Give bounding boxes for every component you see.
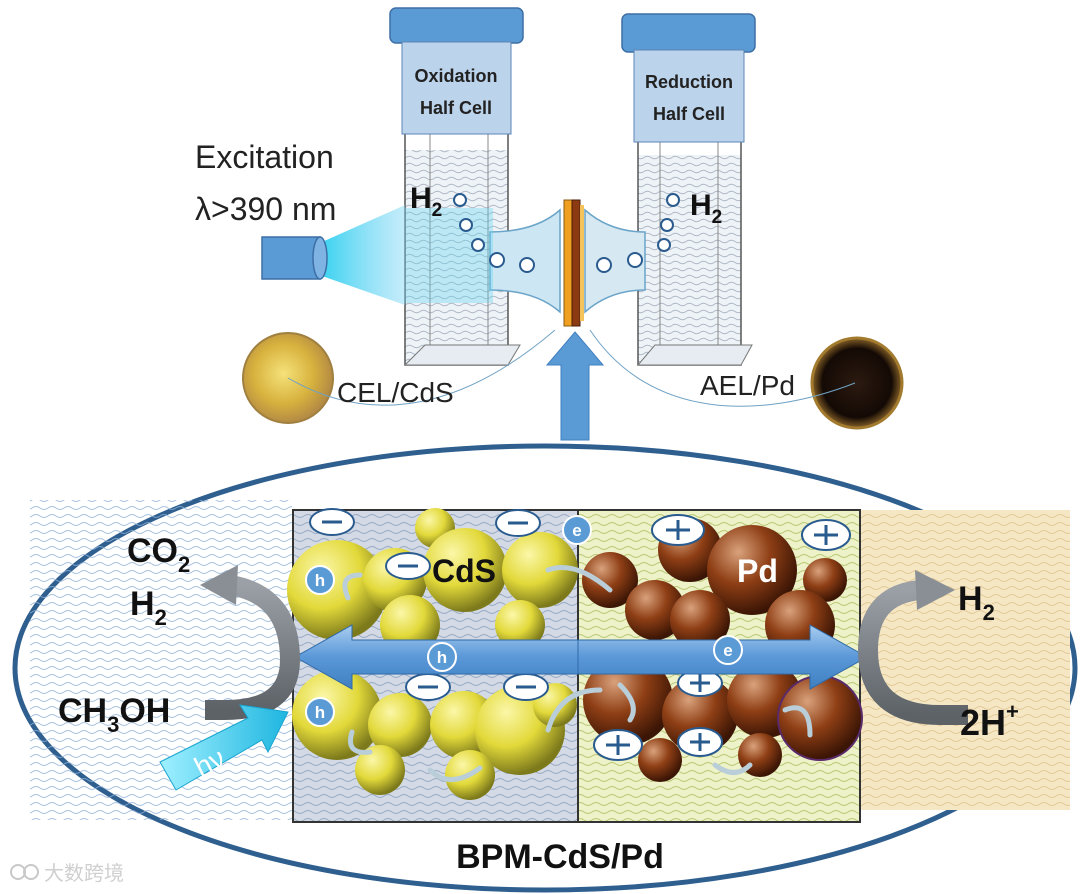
ael-pd-sample	[589, 329, 904, 430]
bpm-cds-pd-label: BPM-CdS/Pd	[456, 838, 664, 876]
hole-label-bottom: h	[315, 703, 325, 722]
cds-label: CdS	[432, 553, 496, 589]
h-cell-apparatus	[242, 7, 904, 441]
membrane-zoom-ellipse	[12, 443, 1078, 893]
cel-cds-label: CEL/CdS	[337, 377, 454, 408]
hole-label-top: h	[315, 571, 325, 590]
pd-label: Pd	[737, 553, 778, 589]
ael-pd-label: AEL/Pd	[700, 370, 795, 401]
hole-label-arrow: h	[437, 648, 447, 667]
reduction-half-cell-label: Half Cell	[653, 104, 725, 124]
carrier-labels	[305, 515, 743, 727]
connecting-tube	[489, 208, 646, 314]
electron-label-arrow: e	[723, 641, 732, 660]
electron-label-top: e	[572, 521, 581, 540]
positive-charges	[593, 514, 851, 761]
negative-charges	[309, 508, 549, 701]
watermark-text: 大数跨境	[44, 862, 124, 885]
excitation-label: Excitation	[195, 139, 334, 175]
bipolar-membrane	[563, 199, 584, 327]
h2-oxidation-cell-label: H2	[410, 182, 442, 221]
co2-label: CO2	[127, 532, 190, 577]
reduction-reaction-arrow	[857, 570, 968, 725]
pd-particles	[582, 518, 863, 782]
oxidation-half-cell-label: Half Cell	[420, 98, 492, 118]
ch3oh-label: CH3OH	[58, 692, 170, 737]
hv-light-arrow	[159, 704, 289, 791]
oxidation-label: Oxidation	[414, 66, 497, 86]
wavelength-label: λ>390 nm	[195, 191, 336, 227]
two-h-plus-label: 2H+	[960, 699, 1019, 743]
h2-reduction-product-label: H2	[958, 580, 995, 625]
h2-reduction-cell-label: H2	[690, 189, 722, 228]
zoom-up-arrow	[545, 331, 605, 441]
reduction-label: Reduction	[645, 72, 733, 92]
light-source	[261, 205, 493, 305]
transfer-arrows	[342, 565, 813, 782]
cel-cds-sample	[242, 329, 556, 424]
reduction-half-cell	[621, 13, 756, 366]
h2-oxidation-product-label: H2	[130, 585, 167, 630]
watermark: 大数跨境	[10, 862, 124, 885]
gas-bubbles	[453, 193, 680, 273]
